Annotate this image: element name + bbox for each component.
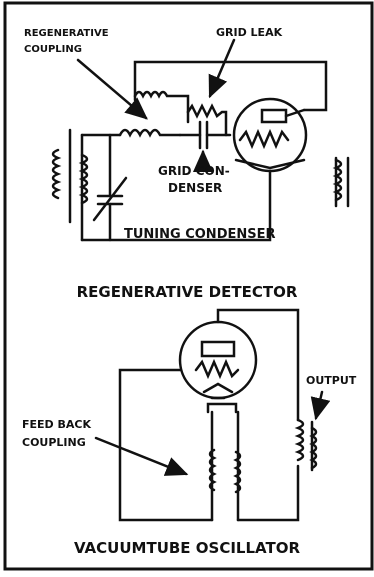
arrow-feed-back-coupling (94, 436, 189, 476)
label-denser: DENSER (168, 181, 222, 195)
label-output: OUTPUT (306, 374, 357, 387)
label-grid-leak: GRID LEAK (216, 26, 283, 39)
label-coupling: COUPLING (24, 44, 82, 55)
arrow-regenerative-coupling (76, 58, 148, 120)
arrow-output (310, 390, 331, 421)
wire-return-right (236, 464, 300, 522)
regenerative-coupling-coil (133, 60, 328, 114)
vacuum-tube-bottom (178, 320, 258, 400)
regenerative-detector-diagram (51, 38, 350, 242)
label-feed-back: FEED BACK (22, 418, 91, 431)
tuning-condenser (92, 133, 128, 242)
secondary-coil (78, 133, 89, 242)
output-coil (294, 418, 318, 472)
feed-back-coupling-coils (206, 396, 242, 522)
wire-bottom-return (80, 169, 272, 242)
arrow-grid-leak (208, 38, 236, 99)
grid-leak-resistor (186, 103, 228, 137)
vacuum-tube-top (232, 97, 308, 173)
caption-vacuumtube-oscillator: VACUUMTUBE OSCILLATOR (74, 539, 300, 557)
grid-condenser (178, 120, 232, 150)
label-grid-con: GRID CON- (158, 164, 230, 178)
wire-plate-right (216, 308, 300, 422)
label-regenerative: REGENERATIVE (24, 28, 109, 39)
label-feed-coupling: COUPLING (22, 436, 86, 449)
vacuum-tube-oscillator-diagram (94, 308, 331, 522)
output-coil-right (332, 156, 350, 208)
page-frame (3, 1, 374, 571)
antenna-coil-left (51, 128, 72, 224)
coupling-coil-series (118, 128, 182, 138)
label-tuning-condenser: TUNING CONDENSER (124, 227, 276, 242)
caption-regenerative-detector: REGENERATIVE DETECTOR (77, 283, 298, 301)
wire-grid-left (118, 368, 214, 522)
